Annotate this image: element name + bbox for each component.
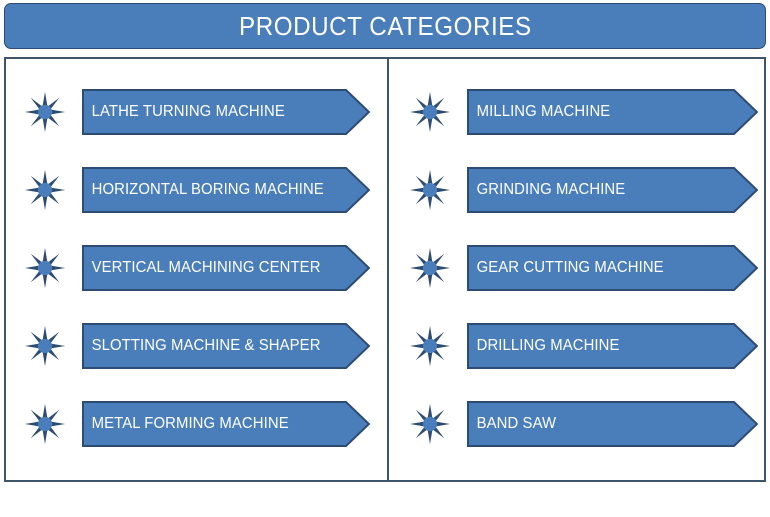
arrow-shape (467, 89, 758, 135)
arrow-shape (82, 323, 370, 369)
category-row[interactable]: METAL FORMING MACHINE (6, 394, 387, 454)
arrow-shape (467, 323, 758, 369)
starburst-icon (24, 169, 66, 211)
starburst-icon (409, 247, 451, 289)
page-title-bar: PRODUCT CATEGORIES (4, 3, 766, 49)
starburst-icon (24, 403, 66, 445)
arrow-shape (82, 89, 370, 135)
arrow-shape (82, 245, 370, 291)
category-label: VERTICAL MACHINING CENTER (91, 259, 321, 276)
category-arrow[interactable]: SLOTTING MACHINE & SHAPER (82, 323, 370, 369)
category-row[interactable]: DRILLING MACHINE (389, 316, 768, 376)
category-label: MILLING MACHINE (476, 103, 611, 120)
starburst-icon (409, 91, 451, 133)
starburst-icon (24, 325, 66, 367)
page-title: PRODUCT CATEGORIES (238, 10, 532, 41)
category-row[interactable]: VERTICAL MACHINING CENTER (6, 238, 387, 298)
arrow-shape (467, 401, 758, 447)
arrow-shape (467, 245, 758, 291)
category-arrow[interactable]: LATHE TURNING MACHINE (82, 89, 370, 135)
starburst-icon (24, 91, 66, 133)
arrow-shape (82, 167, 370, 213)
category-label: METAL FORMING MACHINE (91, 415, 289, 432)
starburst-icon (409, 169, 451, 211)
categories-panel: LATHE TURNING MACHINE (4, 57, 766, 482)
arrow-shape (467, 167, 758, 213)
category-row[interactable]: BAND SAW (389, 394, 768, 454)
category-label: DRILLING MACHINE (476, 337, 620, 354)
category-row[interactable]: GRINDING MACHINE (389, 160, 768, 220)
category-arrow[interactable]: GEAR CUTTING MACHINE (467, 245, 758, 291)
category-row[interactable]: SLOTTING MACHINE & SHAPER (6, 316, 387, 376)
starburst-icon (24, 247, 66, 289)
category-arrow[interactable]: HORIZONTAL BORING MACHINE (82, 167, 370, 213)
starburst-icon (409, 325, 451, 367)
column-divider (387, 59, 389, 480)
right-column: MILLING MACHINE (389, 59, 768, 480)
arrow-shape (82, 401, 370, 447)
category-arrow[interactable]: METAL FORMING MACHINE (82, 401, 370, 447)
category-arrow[interactable]: VERTICAL MACHINING CENTER (82, 245, 370, 291)
category-arrow[interactable]: DRILLING MACHINE (467, 323, 758, 369)
starburst-icon (409, 403, 451, 445)
category-row[interactable]: LATHE TURNING MACHINE (6, 82, 387, 142)
category-arrow[interactable]: BAND SAW (467, 401, 758, 447)
category-label: GRINDING MACHINE (476, 181, 626, 198)
category-label: BAND SAW (476, 415, 557, 432)
category-label: LATHE TURNING MACHINE (91, 103, 285, 120)
category-label: GEAR CUTTING MACHINE (476, 259, 664, 276)
category-row[interactable]: HORIZONTAL BORING MACHINE (6, 160, 387, 220)
category-label: HORIZONTAL BORING MACHINE (91, 181, 324, 198)
category-arrow[interactable]: MILLING MACHINE (467, 89, 758, 135)
category-arrow[interactable]: GRINDING MACHINE (467, 167, 758, 213)
category-row[interactable]: MILLING MACHINE (389, 82, 768, 142)
category-label: SLOTTING MACHINE & SHAPER (91, 337, 321, 354)
left-column: LATHE TURNING MACHINE (6, 59, 387, 480)
category-row[interactable]: GEAR CUTTING MACHINE (389, 238, 768, 298)
